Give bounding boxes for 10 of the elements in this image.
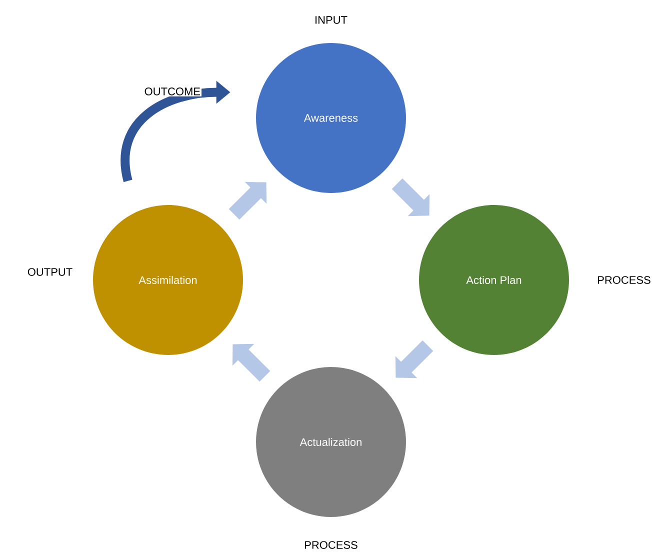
block-arrow: [232, 344, 270, 382]
stage-label: INPUT: [316, 16, 348, 24]
circle-node: Action Plan: [419, 205, 569, 355]
circle-node: Actualization: [256, 366, 406, 517]
stage-label: OUTPUT: [28, 268, 72, 276]
edge-label: OUTCOME: [144, 88, 200, 96]
circle-node: Awareness: [256, 43, 406, 193]
circle-node: Assimilation: [93, 205, 243, 355]
stage-label: PROCESS: [598, 276, 650, 284]
stage-label: PROCESS: [305, 541, 358, 549]
